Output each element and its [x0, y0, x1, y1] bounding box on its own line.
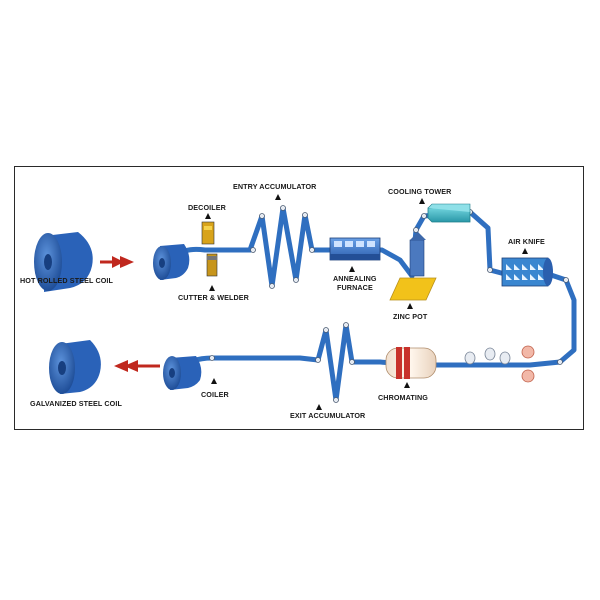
decoiler-label: DECOILER [188, 203, 227, 212]
exit-accumulator-label: EXIT ACCUMULATOR [290, 411, 366, 420]
arrow-icon [114, 360, 160, 372]
cooling-tower-label: COOLING TOWER [388, 187, 452, 196]
triangle-marker-icon [275, 194, 281, 200]
triangle-marker-icon [407, 303, 413, 309]
diagram-frame [14, 166, 584, 430]
galvanized-steel-coil-label: GALVANIZED STEEL COIL [30, 399, 122, 408]
arrow-icon [100, 256, 134, 268]
triangle-marker-icon [211, 378, 217, 384]
triangle-marker-icon [522, 248, 528, 254]
air-knife-machine [501, 257, 553, 287]
cutter-welder-label: CUTTER & WELDER [178, 293, 250, 302]
zinc-pot-machine [389, 232, 437, 301]
air-knife-label: AIR KNIFE [508, 237, 545, 246]
hot-rolled-steel-coil-label: HOT ROLLED STEEL COIL [20, 276, 114, 285]
cooling-tower-machine [427, 203, 471, 223]
furnace-label: FURNACE [337, 283, 373, 292]
roller-icon [209, 205, 569, 403]
annealing-furnace-machine [329, 237, 381, 261]
hot-rolled-coil-icon [34, 232, 93, 292]
coiler-label: COILER [201, 390, 229, 399]
zinc-pot-label: ZINC POT [393, 312, 428, 321]
galvanized-coil-icon [49, 340, 101, 394]
annealing-label: ANNEALING [333, 274, 377, 283]
triangle-marker-icon [419, 198, 425, 204]
triangle-marker-icon [404, 382, 410, 388]
triangle-marker-icon [209, 285, 215, 291]
chromating-machine [385, 347, 437, 379]
decoiler-coil-icon [153, 244, 190, 280]
chromating-label: CHROMATING [378, 393, 428, 402]
triangle-marker-icon [349, 266, 355, 272]
triangle-marker-icon [205, 213, 211, 219]
cutter-welder-machine [201, 221, 218, 277]
finishing-rollers [464, 345, 535, 383]
entry-accumulator-label: ENTRY ACCUMULATOR [233, 182, 317, 191]
triangle-marker-icon [316, 404, 322, 410]
coiler-coil-icon [163, 356, 202, 390]
